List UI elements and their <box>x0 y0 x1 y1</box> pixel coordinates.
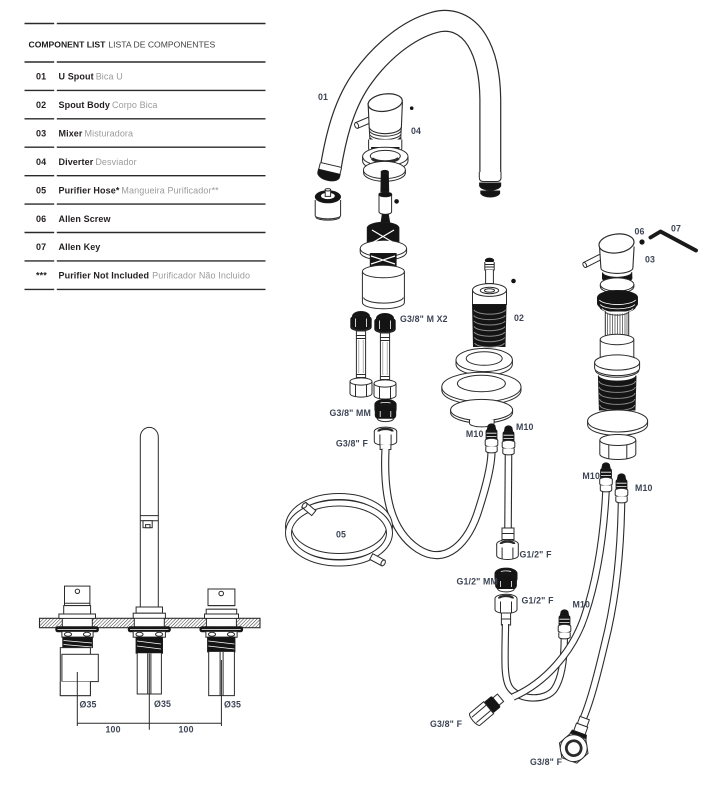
svg-text:01: 01 <box>318 92 328 102</box>
svg-text:100: 100 <box>179 725 194 735</box>
svg-text:07: 07 <box>671 224 681 234</box>
svg-text:G3/8" F: G3/8" F <box>336 439 369 449</box>
svg-text:04: 04 <box>411 126 421 136</box>
svg-text:G3/8" MM: G3/8" MM <box>329 408 371 418</box>
svg-text:G1/2" F: G1/2" F <box>520 550 553 560</box>
svg-text:07: 07 <box>36 242 46 252</box>
svg-text:G1/2" MM: G1/2" MM <box>456 577 498 587</box>
svg-text:Purifier Hose*Mangueira Purifi: Purifier Hose*Mangueira Purificador** <box>59 185 220 195</box>
svg-text:G3/8" M X2: G3/8" M X2 <box>400 314 448 324</box>
svg-text:Ø35: Ø35 <box>154 699 171 709</box>
svg-text:05: 05 <box>36 185 46 195</box>
svg-text:06: 06 <box>635 227 645 237</box>
svg-text:05: 05 <box>336 530 346 540</box>
svg-text:Allen Key: Allen Key <box>59 242 101 252</box>
svg-text:***: *** <box>36 271 47 281</box>
svg-text:03: 03 <box>36 129 46 139</box>
svg-text:Ø35: Ø35 <box>224 700 241 710</box>
svg-text:Ø35: Ø35 <box>80 700 97 710</box>
svg-text:M10: M10 <box>582 471 600 481</box>
svg-text:M10: M10 <box>466 429 484 439</box>
svg-text:G3/8" F: G3/8" F <box>430 719 463 729</box>
svg-text:M10: M10 <box>516 422 534 432</box>
svg-text:G1/2" F: G1/2" F <box>522 596 555 606</box>
svg-text:04: 04 <box>36 157 46 167</box>
svg-text:01: 01 <box>36 72 46 82</box>
svg-text:Allen Screw: Allen Screw <box>59 214 112 224</box>
svg-text:02: 02 <box>514 313 524 323</box>
svg-text:06: 06 <box>36 214 46 224</box>
svg-text:G3/8" F: G3/8" F <box>530 757 563 767</box>
svg-text:M10: M10 <box>573 600 591 610</box>
svg-text:100: 100 <box>106 725 121 735</box>
svg-text:02: 02 <box>36 100 46 110</box>
svg-text:03: 03 <box>645 255 655 265</box>
svg-text:M10: M10 <box>635 483 653 493</box>
